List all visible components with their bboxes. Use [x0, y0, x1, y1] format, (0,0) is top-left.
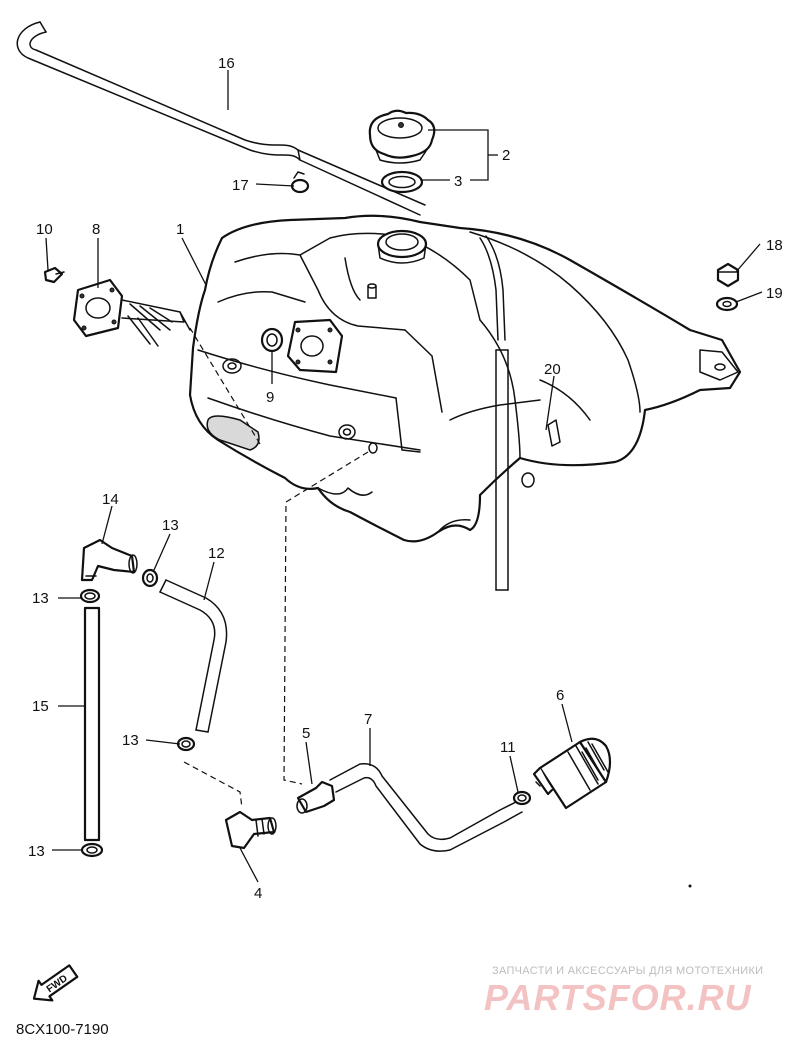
callout-15: 15 — [32, 698, 49, 715]
watermark: ЗАПЧАСТИ И АКСЕССУАРЫ ДЛЯ МОТОТЕХНИКИ PA… — [484, 965, 763, 1018]
fuel-elbow-4 — [224, 810, 277, 850]
hose-clamp-13-left-upper — [79, 588, 101, 604]
callout-9: 9 — [266, 389, 274, 406]
callout-19: 19 — [766, 285, 783, 302]
callout-18: 18 — [766, 237, 783, 254]
hose-clamp-13-top — [141, 568, 159, 588]
hose-clamp-13-middle — [176, 736, 196, 752]
routing-line-tank-5 — [283, 451, 369, 785]
callout-2: 2 — [502, 147, 510, 164]
callout-17: 17 — [232, 177, 249, 194]
watermark-tagline: ЗАПЧАСТИ И АКСЕССУАРЫ ДЛЯ МОТОТЕХНИКИ — [492, 965, 763, 977]
fuel-sender-unit-8 — [72, 278, 191, 347]
callout-10: 10 — [36, 221, 53, 238]
callout-13-top: 13 — [162, 517, 179, 534]
routing-line-sender — [189, 327, 261, 445]
callout-13-left-lower: 13 — [28, 843, 45, 860]
hose-clamp-13-left-lower — [80, 842, 104, 858]
callout-numbers: 16 2 3 17 10 8 1 18 19 9 20 14 13 12 13 … — [28, 55, 783, 902]
elbow-fitting-14 — [80, 538, 138, 582]
callout-16: 16 — [218, 55, 235, 72]
fuel-hose-15 — [83, 606, 101, 842]
callout-13-middle: 13 — [122, 732, 139, 749]
callout-14: 14 — [102, 491, 119, 508]
nut-18 — [716, 262, 740, 288]
fuel-filter-6 — [532, 737, 612, 810]
callout-6: 6 — [556, 687, 564, 704]
callout-11: 11 — [500, 739, 516, 756]
fuel-fitting-5 — [296, 780, 336, 814]
leader-lines — [45, 70, 763, 883]
overflow-hose-20 — [479, 235, 509, 591]
callout-4: 4 — [254, 885, 262, 902]
callout-20: 20 — [544, 361, 561, 378]
cap-gasket-3 — [380, 170, 424, 194]
bolt-10 — [43, 266, 65, 284]
callout-13-left-upper: 13 — [32, 590, 49, 607]
stray-dot — [688, 884, 692, 888]
fuel-tank-1 — [188, 214, 742, 543]
callout-8: 8 — [92, 221, 100, 238]
fwd-arrow-icon: FWD — [32, 964, 79, 1002]
fuel-cap-2 — [368, 109, 436, 164]
callout-1: 1 — [176, 221, 184, 238]
breather-hose-16 — [16, 21, 426, 216]
callout-12: 12 — [208, 545, 225, 562]
callout-5: 5 — [302, 725, 310, 742]
callout-7: 7 — [364, 711, 372, 728]
routing-line-12-4 — [183, 761, 243, 809]
hose-clamp-17 — [290, 171, 310, 194]
fuel-hose-12 — [159, 579, 228, 733]
diagram-code: 8CX100-7190 — [16, 1021, 109, 1038]
watermark-logo: PARTSFOR.RU — [484, 977, 752, 1018]
callout-3: 3 — [454, 173, 462, 190]
fuel-hose-7 — [329, 763, 523, 852]
washer-19 — [715, 296, 739, 312]
hose-clamp-11 — [512, 790, 532, 806]
